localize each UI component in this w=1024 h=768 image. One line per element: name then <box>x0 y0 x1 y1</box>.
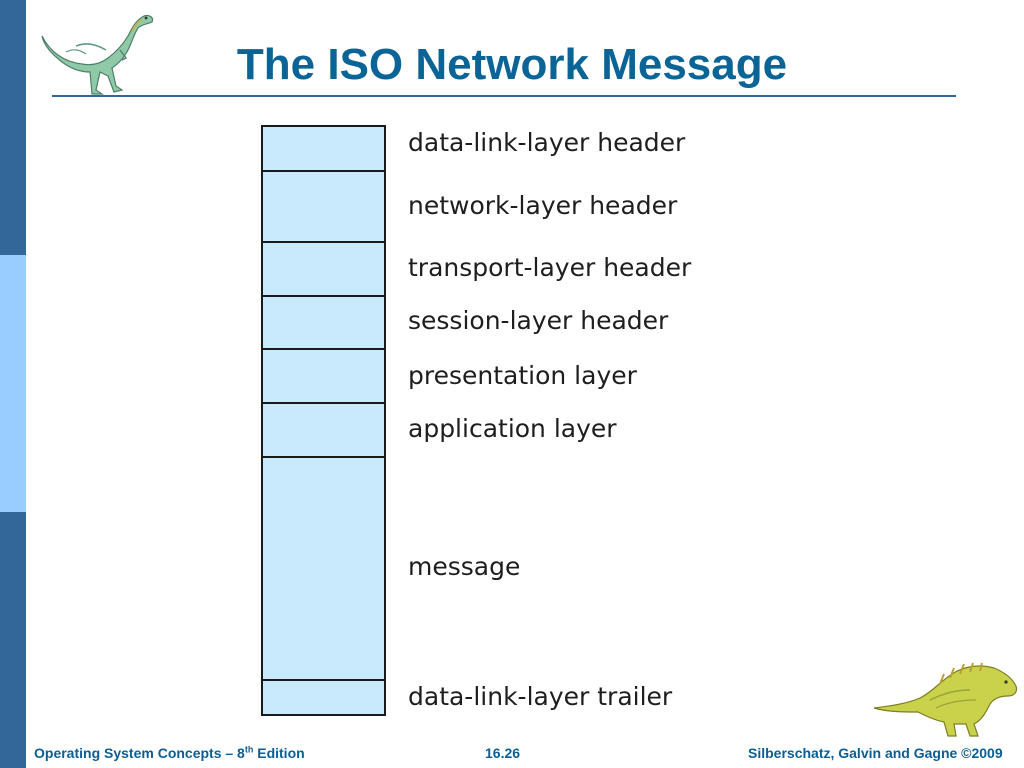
cell-data-link-header <box>263 127 384 172</box>
left-bar-top-segment <box>0 0 26 255</box>
footer-book-sup: th <box>244 744 254 755</box>
cell-application-layer <box>263 404 384 458</box>
cell-network-header <box>263 172 384 243</box>
label-session-header: session-layer header <box>408 306 669 335</box>
footer-book-suffix: Edition <box>253 745 305 761</box>
slide-title: The ISO Network Message <box>236 40 788 89</box>
message-stack <box>261 125 386 716</box>
footer-page-number: 16.26 <box>485 745 521 761</box>
label-data-link-trailer: data-link-layer trailer <box>408 682 673 711</box>
label-message: message <box>408 552 521 581</box>
footer-copyright: Silberschatz, Galvin and Gagne ©2009 <box>748 745 1003 761</box>
label-transport-header: transport-layer header <box>408 253 692 282</box>
label-data-link-header: data-link-layer header <box>408 128 686 157</box>
cell-transport-header <box>263 243 384 297</box>
footer-book-prefix: Operating System Concepts – 8 <box>34 745 245 761</box>
cell-session-header <box>263 297 384 350</box>
cell-data-link-trailer <box>263 681 384 714</box>
label-network-header: network-layer header <box>408 191 678 220</box>
cell-presentation-layer <box>263 350 384 404</box>
title-divider <box>52 95 956 97</box>
left-accent-bar <box>0 0 26 768</box>
left-bar-bottom-segment <box>0 512 26 768</box>
cell-message <box>263 458 384 681</box>
dinosaur-icon <box>873 662 1018 737</box>
left-bar-middle-segment <box>0 255 26 512</box>
footer-book-title: Operating System Concepts – 8th Edition <box>34 744 305 762</box>
label-presentation-layer: presentation layer <box>408 361 637 390</box>
label-application-layer: application layer <box>408 414 617 443</box>
dinosaur-icon <box>41 14 154 95</box>
